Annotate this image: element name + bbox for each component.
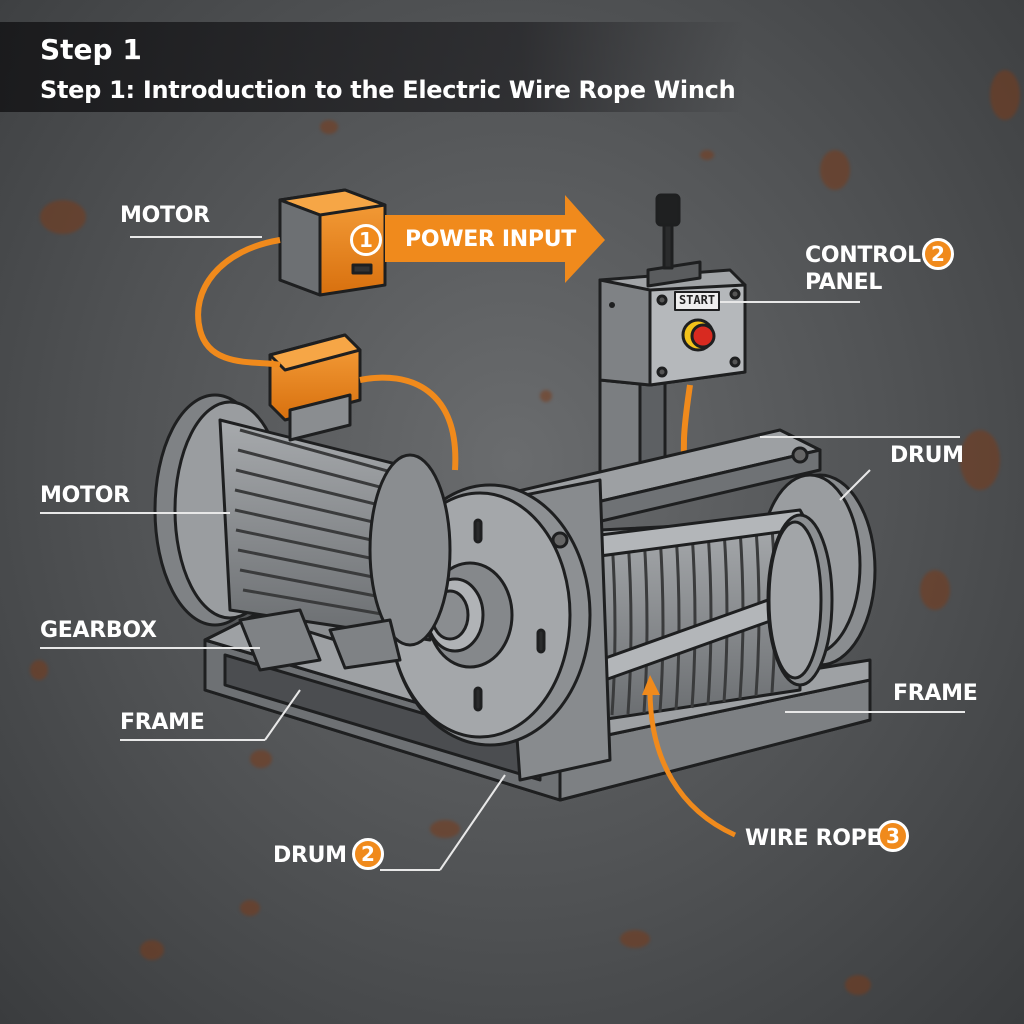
control-panel — [598, 193, 747, 491]
power-input-arrow — [385, 195, 605, 283]
control-panel-label-line1: CONTROL — [805, 243, 921, 268]
callout-badge-2-control: 2 — [922, 238, 954, 270]
callout-badge-2-drum: 2 — [352, 838, 384, 870]
callout-badge-1: 1 — [350, 224, 382, 256]
motor-side-label: MOTOR — [40, 483, 130, 508]
control-panel-label-line2: PANEL — [805, 270, 883, 295]
callout-badge-3: 3 — [877, 820, 909, 852]
start-label: START — [678, 293, 716, 307]
power-junction-box — [195, 188, 387, 368]
frame-left-label: FRAME — [120, 710, 205, 735]
drum-bottom-label: DRUM — [273, 843, 347, 868]
step-title: Step 1 — [40, 33, 142, 66]
wire-rope-arrow — [642, 675, 737, 838]
gearbox-label: GEARBOX — [40, 618, 157, 643]
header-band — [0, 22, 745, 112]
drum-right-label: DRUM — [890, 443, 964, 468]
motor-top-label: MOTOR — [120, 203, 210, 228]
motor — [153, 333, 459, 672]
wire-rope-label: WIRE ROPE — [745, 826, 882, 851]
frame-right-label: FRAME — [893, 681, 978, 706]
page-title: Step 1: Introduction to the Electric Wir… — [40, 76, 736, 104]
leader-lines — [40, 236, 965, 871]
power-input-label: POWER INPUT — [405, 227, 577, 252]
